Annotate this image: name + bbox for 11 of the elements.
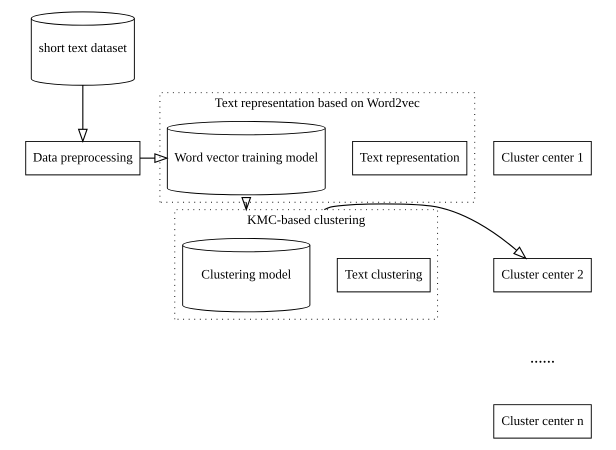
node-box: Cluster center 2 xyxy=(492,258,592,292)
label: ...... xyxy=(530,347,555,366)
arrow xyxy=(139,153,168,164)
node-box: Data preprocessing xyxy=(24,140,140,176)
node-box: Cluster center n xyxy=(492,404,592,439)
arrow xyxy=(77,85,88,144)
node-box: Cluster center 1 xyxy=(492,140,592,176)
arrow xyxy=(324,203,527,260)
node-box: Text representation xyxy=(352,140,467,176)
arrow xyxy=(240,197,251,212)
node-box: Text clustering xyxy=(336,258,430,292)
